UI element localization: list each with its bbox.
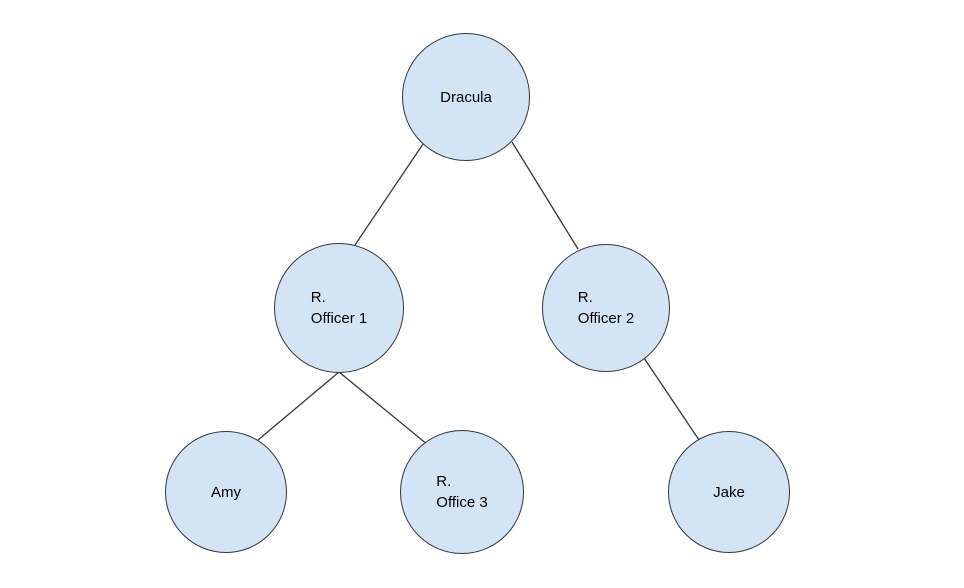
node-label-jake: Jake [713, 483, 745, 501]
node-r-officer-1[interactable]: R. Officer 1 [274, 243, 404, 373]
edge-officer2-jake [643, 357, 700, 441]
node-r-officer-2[interactable]: R. Officer 2 [542, 244, 670, 372]
node-label-r-officer-1: R. Officer 1 [310, 289, 368, 327]
edge-dracula-officer2 [511, 141, 579, 250]
node-label-r-officer-2: R. Officer 2 [577, 289, 635, 327]
node-dracula[interactable]: Dracula [402, 33, 530, 161]
node-jake[interactable]: Jake [668, 431, 790, 553]
node-amy[interactable]: Amy [165, 431, 287, 553]
node-label-r-office-3: R. Office 3 [436, 473, 488, 511]
edge-officer1-office3 [338, 371, 429, 446]
node-label-dracula: Dracula [440, 88, 492, 106]
node-r-office-3[interactable]: R. Office 3 [400, 430, 524, 554]
edge-officer1-amy [257, 371, 340, 441]
edge-dracula-officer1 [354, 143, 424, 246]
node-label-amy: Amy [211, 483, 241, 501]
